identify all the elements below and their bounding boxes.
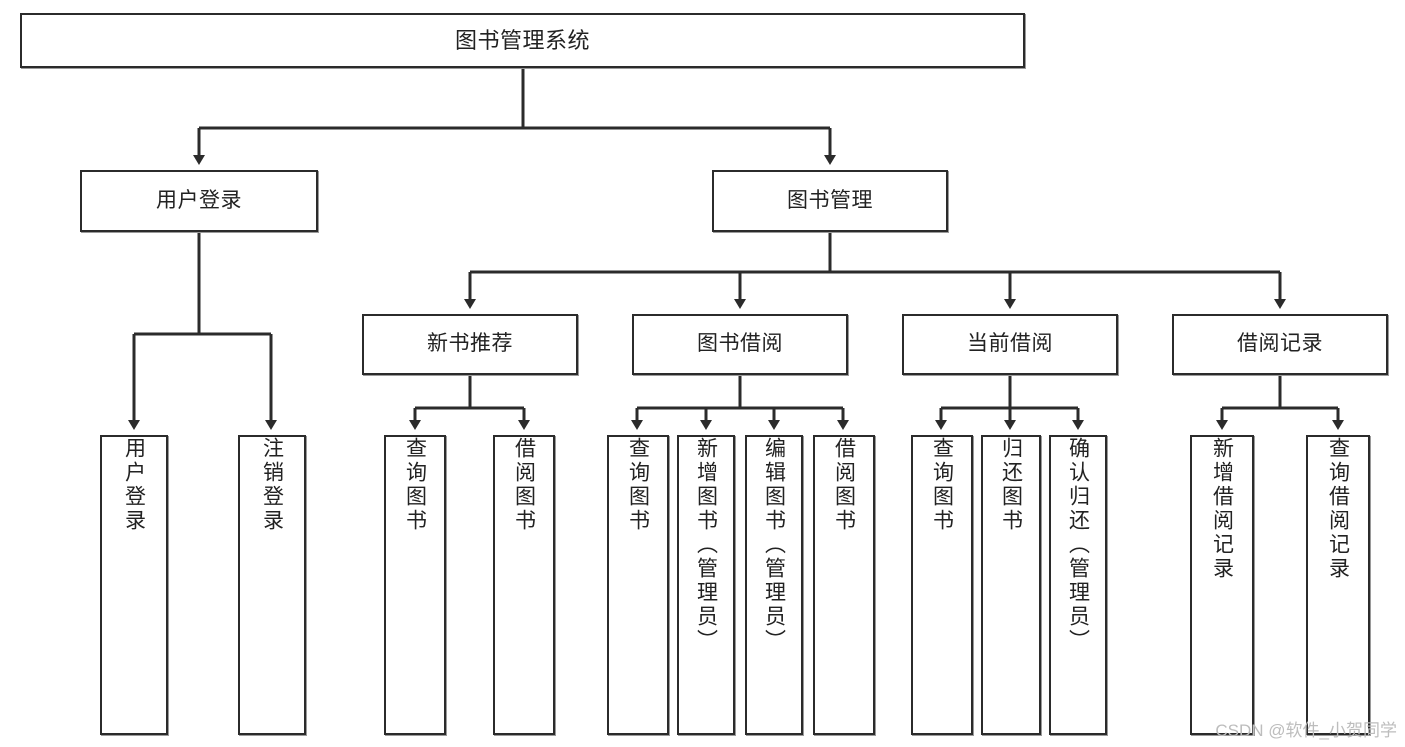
- node-leaf-add-book[interactable]: 新增图书（管理员）: [677, 435, 735, 735]
- node-book-manage[interactable]: 图书管理: [712, 170, 948, 232]
- node-current-borrow[interactable]: 当前借阅: [902, 314, 1118, 375]
- node-leaf-user-login-label: 用户登录: [122, 437, 146, 533]
- node-leaf-query-record-label: 查询借阅记录: [1326, 437, 1350, 581]
- node-leaf-borrow-book-1[interactable]: 借阅图书: [493, 435, 555, 735]
- node-book-borrow-label: 图书借阅: [697, 332, 783, 356]
- node-book-borrow[interactable]: 图书借阅: [632, 314, 848, 375]
- node-user-login-label: 用户登录: [156, 188, 242, 212]
- node-borrow-record-label: 借阅记录: [1237, 332, 1323, 356]
- node-leaf-query-book-3-label: 查询图书: [930, 437, 954, 533]
- node-leaf-query-book-3[interactable]: 查询图书: [911, 435, 973, 735]
- node-leaf-user-logout[interactable]: 注销登录: [238, 435, 306, 735]
- node-user-login[interactable]: 用户登录: [80, 170, 318, 232]
- node-leaf-query-book-2[interactable]: 查询图书: [607, 435, 669, 735]
- node-leaf-confirm-return-label: 确认归还（管理员）: [1066, 437, 1090, 653]
- node-leaf-add-book-label: 新增图书（管理员）: [694, 437, 718, 653]
- node-leaf-borrow-book-2[interactable]: 借阅图书: [813, 435, 875, 735]
- node-root-label: 图书管理系统: [454, 27, 590, 53]
- node-leaf-user-login[interactable]: 用户登录: [100, 435, 168, 735]
- node-leaf-add-record[interactable]: 新增借阅记录: [1190, 435, 1254, 735]
- node-book-manage-label: 图书管理: [787, 188, 873, 212]
- node-current-borrow-label: 当前借阅: [967, 332, 1053, 356]
- node-leaf-confirm-return[interactable]: 确认归还（管理员）: [1049, 435, 1107, 735]
- node-leaf-query-book-1-label: 查询图书: [403, 437, 427, 533]
- node-borrow-record[interactable]: 借阅记录: [1172, 314, 1388, 375]
- node-leaf-query-record[interactable]: 查询借阅记录: [1306, 435, 1370, 735]
- node-new-book-recommend[interactable]: 新书推荐: [362, 314, 578, 375]
- node-leaf-edit-book-label: 编辑图书（管理员）: [762, 437, 786, 653]
- node-leaf-edit-book[interactable]: 编辑图书（管理员）: [745, 435, 803, 735]
- node-leaf-user-logout-label: 注销登录: [260, 437, 284, 533]
- node-new-book-recommend-label: 新书推荐: [427, 332, 513, 356]
- node-leaf-return-book-label: 归还图书: [999, 437, 1023, 533]
- node-leaf-return-book[interactable]: 归还图书: [981, 435, 1041, 735]
- node-leaf-query-book-1[interactable]: 查询图书: [384, 435, 446, 735]
- node-leaf-add-record-label: 新增借阅记录: [1210, 437, 1234, 581]
- node-root[interactable]: 图书管理系统: [20, 13, 1025, 68]
- node-leaf-borrow-book-2-label: 借阅图书: [832, 437, 856, 533]
- node-leaf-borrow-book-1-label: 借阅图书: [512, 437, 536, 533]
- node-leaf-query-book-2-label: 查询图书: [626, 437, 650, 533]
